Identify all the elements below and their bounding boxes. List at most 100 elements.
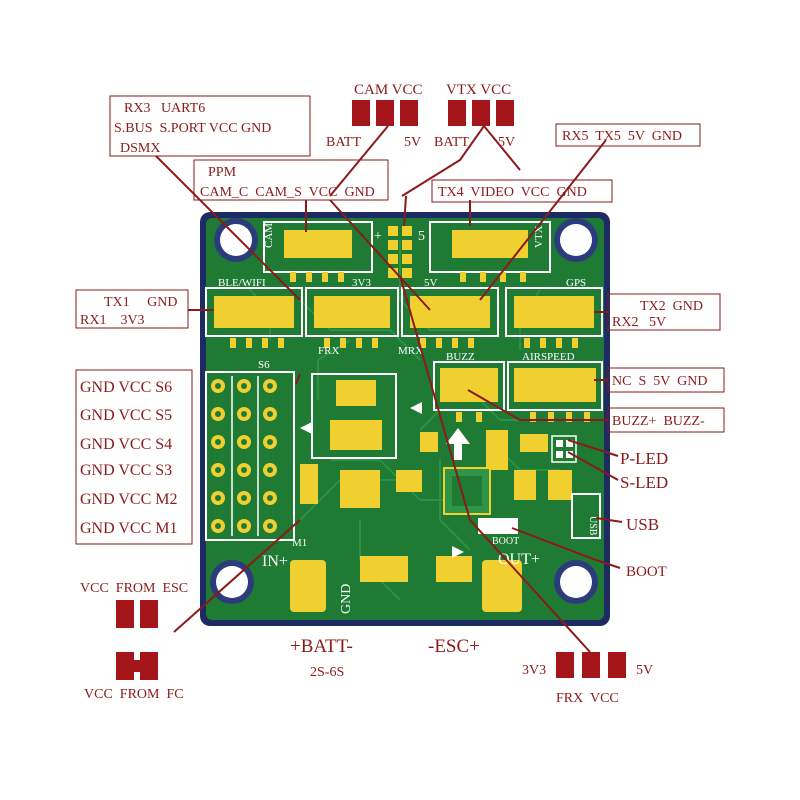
silk-cam: CAM [263, 223, 275, 248]
arrow-up-icon [446, 428, 470, 460]
servo-header-pins [211, 376, 277, 536]
esc-vcc-pad-left [116, 600, 134, 628]
silk-buzz: BUZZ [446, 351, 475, 363]
airspeed-connector [507, 361, 603, 411]
buzz-label: BUZZ+ BUZZ- [612, 414, 705, 429]
vtx-vcc-label: VTX VCC [446, 82, 511, 98]
silk-s6: S6 [258, 359, 270, 371]
frx-vcc-pad-mid [582, 652, 600, 678]
rx3-box [109, 95, 311, 157]
frx-vcc-pad-5v [608, 652, 626, 678]
cam-vcc-pad-mid [376, 100, 394, 126]
led-pads [551, 435, 577, 463]
rx3-uart6-label: RX3 UART6 [124, 101, 205, 116]
vtx-5v-label: 5V [498, 135, 515, 150]
sbus-sport-label: S.BUS S.PORT VCC GND [114, 121, 271, 136]
buzz-connector [433, 361, 505, 411]
vtx-vcc-pad-5v [496, 100, 514, 126]
silk-gnd: GND [339, 584, 354, 614]
silk-in-plus: IN+ [262, 553, 288, 570]
buzz-box [607, 407, 725, 433]
silk-frx: FRX [318, 345, 339, 357]
vcc-from-esc-label: VCC FROM ESC [80, 581, 188, 596]
batt-terminal-label: +BATT- [290, 636, 353, 657]
fc-vcc-pad-right [140, 652, 158, 680]
legend-pads [116, 100, 626, 680]
silk-boot: BOOT [492, 536, 519, 547]
silk-5v: 5V [424, 277, 438, 289]
silk-mrx: MRX [398, 345, 423, 357]
silk-vtx: VTX [533, 225, 545, 248]
cam-batt-label: BATT [326, 135, 361, 150]
silk-plus: + [374, 229, 382, 244]
silk-gps: GPS [566, 277, 586, 289]
leader-lines [155, 125, 623, 653]
vtx-batt-label: BATT [434, 135, 469, 150]
frx-vcc-pad-3v3 [556, 652, 574, 678]
silk-out-plus: OUT+ [498, 551, 540, 568]
silk-usb: USB [587, 516, 598, 536]
frx-3v3-label: 3V3 [522, 663, 546, 678]
vtx-vcc-pad-mid [472, 100, 490, 126]
servo-row-s6: GND VCC S6 [80, 379, 172, 396]
cam-pins-label: CAM_C CAM_S VCC GND [200, 185, 375, 200]
cam-5v-label: 5V [404, 135, 421, 150]
rx2-5v-label: RX2 5V [612, 315, 666, 330]
tx2-gnd-label: TX2 GND [640, 299, 703, 314]
tx4-video-label: TX4 VIDEO VCC GND [438, 185, 587, 200]
silk-symbols [298, 400, 470, 560]
silk-five: 5 [418, 229, 425, 244]
diode-right-icon [408, 400, 422, 416]
cam-vcc-label: CAM VCC [354, 82, 423, 98]
silk-ble-wifi: BLE/WIFI [218, 277, 266, 289]
tx4-box [431, 179, 613, 203]
silk-airspeed: AIRSPEED [522, 351, 575, 363]
servo-row-s3: GND VCC S3 [80, 462, 172, 479]
center-solder-pads [388, 226, 412, 278]
ppm-label: PPM [208, 165, 237, 180]
tx1-box [75, 289, 189, 329]
vtx-vcc-pad-batt [448, 100, 466, 126]
usb-label: USB [626, 515, 659, 534]
servo-row-m1: GND VCC M1 [80, 520, 178, 537]
servo-row-s5: GND VCC S5 [80, 407, 172, 424]
rx5-tx5-label: RX5 TX5 5V GND [562, 129, 682, 144]
esc-vcc-pad-right [140, 600, 158, 628]
frx-connector [305, 287, 399, 337]
vcc-from-fc-label: VCC FROM FC [84, 687, 184, 702]
mrx-connector [401, 287, 499, 337]
frx-vcc-label: FRX VCC [556, 691, 619, 706]
esc-terminal-label: -ESC+ [428, 636, 480, 657]
nc-s-5v-gnd-label: NC S 5V GND [612, 374, 707, 389]
p-led-label: P-LED [620, 449, 668, 468]
label-boxes [75, 95, 725, 545]
diode-left-icon [298, 420, 312, 436]
batt-range-label: 2S-6S [310, 665, 344, 680]
boot-label: BOOT [626, 564, 667, 580]
tx1-gnd-label: TX1 GND [104, 295, 178, 310]
rx1-3v3-label: RX1 3V3 [80, 313, 145, 328]
usb-port [571, 493, 601, 539]
ble-wifi-connector [205, 287, 303, 337]
fc-vcc-pad-left [116, 652, 134, 680]
diode-bottom-icon [452, 544, 466, 560]
servo-row-s4: GND VCC S4 [80, 436, 172, 453]
regulator-outline [311, 373, 397, 459]
cam-pins-box [193, 159, 389, 201]
rx5-box [555, 123, 701, 147]
pin-labels: CAM VCC VTX VCC BATT 5V BATT 5V RX3 UART… [80, 82, 707, 706]
board-silkscreen: CAM VTX + 5 3V3 5V BLE/WIFI GPS FRX MRX … [218, 223, 598, 614]
servo-box [75, 369, 193, 545]
servo-header-outline [205, 371, 295, 541]
connector-pads [214, 230, 596, 422]
nc-box [607, 367, 725, 393]
cam-vcc-pad-5v [400, 100, 418, 126]
vtx-connector [429, 221, 551, 273]
servo-row-m2: GND VCC M2 [80, 491, 178, 508]
fc-vcc-bridge [130, 660, 144, 672]
dsmx-label: DSMX [120, 141, 160, 156]
connector-outlines [205, 221, 603, 541]
boot-button [478, 518, 518, 534]
silk-3v3: 3V3 [352, 277, 371, 289]
